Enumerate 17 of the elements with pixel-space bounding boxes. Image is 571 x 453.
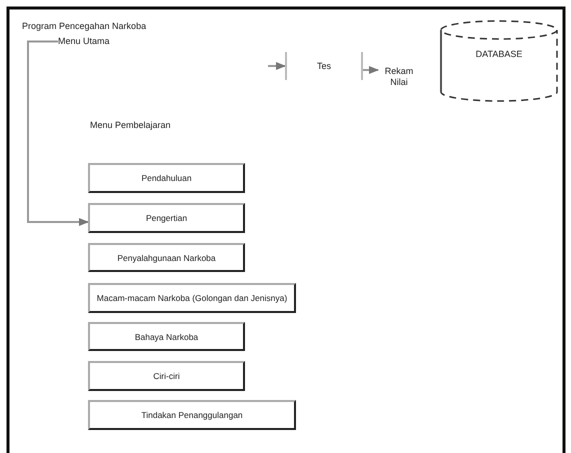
menu-box: Tes <box>285 52 363 80</box>
diagram-title: Program Pencegahan Narkoba <box>22 21 146 32</box>
topic-box: Pengertian <box>88 203 245 233</box>
topic-box: Tindakan Penanggulangan <box>88 400 296 430</box>
topic-box: Macam-macam Narkoba (Golongan dan Jenisnya) <box>88 283 296 313</box>
arrow <box>363 66 379 74</box>
node-label: DATABASE <box>474 49 524 60</box>
topic-box: Ciri-ciri <box>88 361 245 391</box>
section-heading: Menu Pembelajaran <box>90 120 171 131</box>
menu-label: Menu Utama <box>58 36 108 47</box>
topic-box: Penyalahgunaan Narkoba <box>88 243 245 272</box>
arrow <box>268 62 286 70</box>
database-cylinder <box>440 20 558 102</box>
topic-box: Bahaya Narkoba <box>88 322 245 351</box>
arrow <box>27 40 89 226</box>
topic-box: Pendahuluan <box>88 163 245 193</box>
menu-label: Rekam Nilai <box>378 66 420 90</box>
